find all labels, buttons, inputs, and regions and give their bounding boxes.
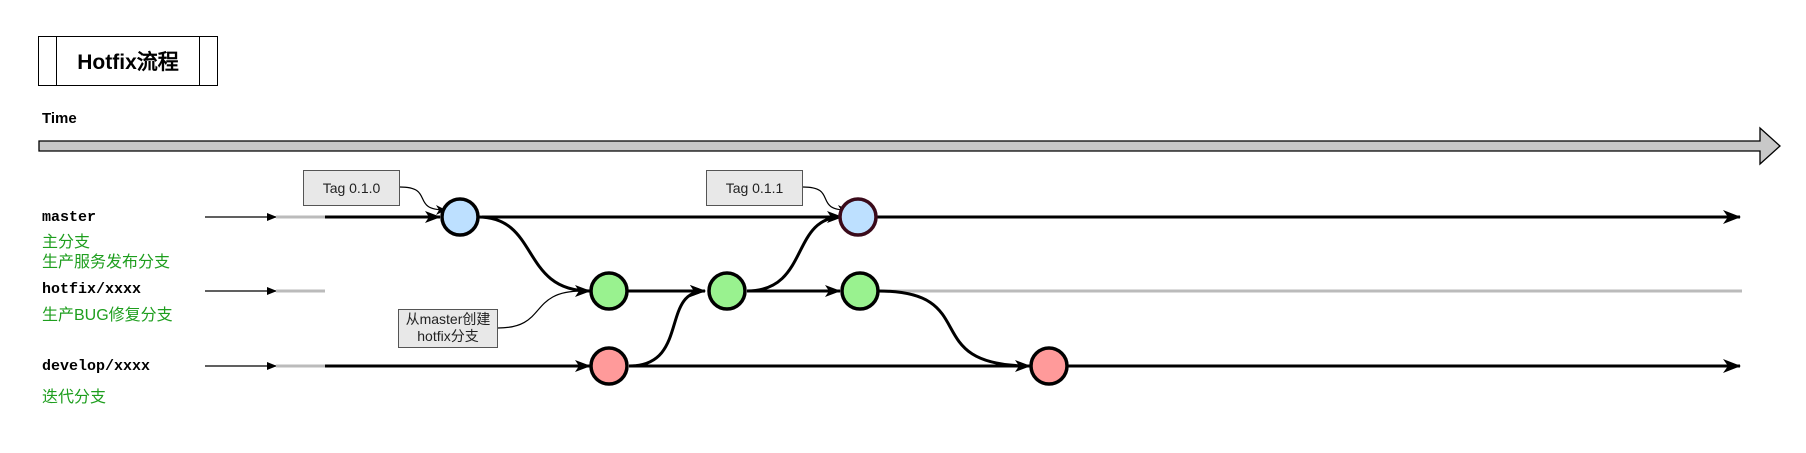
callout-connectors	[399, 186, 848, 329]
tag-label-2: Tag 0.1.1	[706, 170, 803, 206]
branch-name-master: master	[42, 209, 97, 226]
branch-name-develop: develop/xxxx	[42, 358, 151, 375]
hotfix-commit-3	[840, 271, 880, 311]
create-hotfix-note: 从master创建 hotfix分支	[398, 309, 498, 348]
time-arrow	[38, 126, 1781, 166]
branch-desc-master-2: 生产服务发布分支	[42, 254, 171, 271]
hotfix-commit-1	[589, 271, 629, 311]
create-hotfix-note-line2: hotfix分支	[417, 328, 479, 344]
lead-in-arrows	[205, 213, 325, 370]
develop-commit-2	[1029, 346, 1069, 386]
branch-desc-master-1: 主分支	[42, 234, 91, 251]
branch-desc-hotfix: 生产BUG修复分支	[42, 307, 173, 324]
title-box-left-bar	[56, 37, 57, 85]
title-box-right-bar	[199, 37, 200, 85]
master-commit-2	[838, 197, 878, 237]
diagram-title: Hotfix流程	[77, 51, 179, 74]
tag-label-1: Tag 0.1.0	[303, 170, 400, 206]
diagram-title-box: Hotfix流程	[38, 36, 218, 86]
time-label: Time	[42, 110, 77, 127]
create-hotfix-note-line1: 从master创建	[405, 311, 491, 327]
branch-desc-develop: 迭代分支	[42, 389, 107, 406]
hotfix-commit-2	[707, 271, 747, 311]
branch-name-hotfix: hotfix/xxxx	[42, 281, 142, 298]
master-commit-1	[440, 197, 480, 237]
flow-connectors	[477, 211, 1031, 372]
develop-commit-1	[589, 346, 629, 386]
